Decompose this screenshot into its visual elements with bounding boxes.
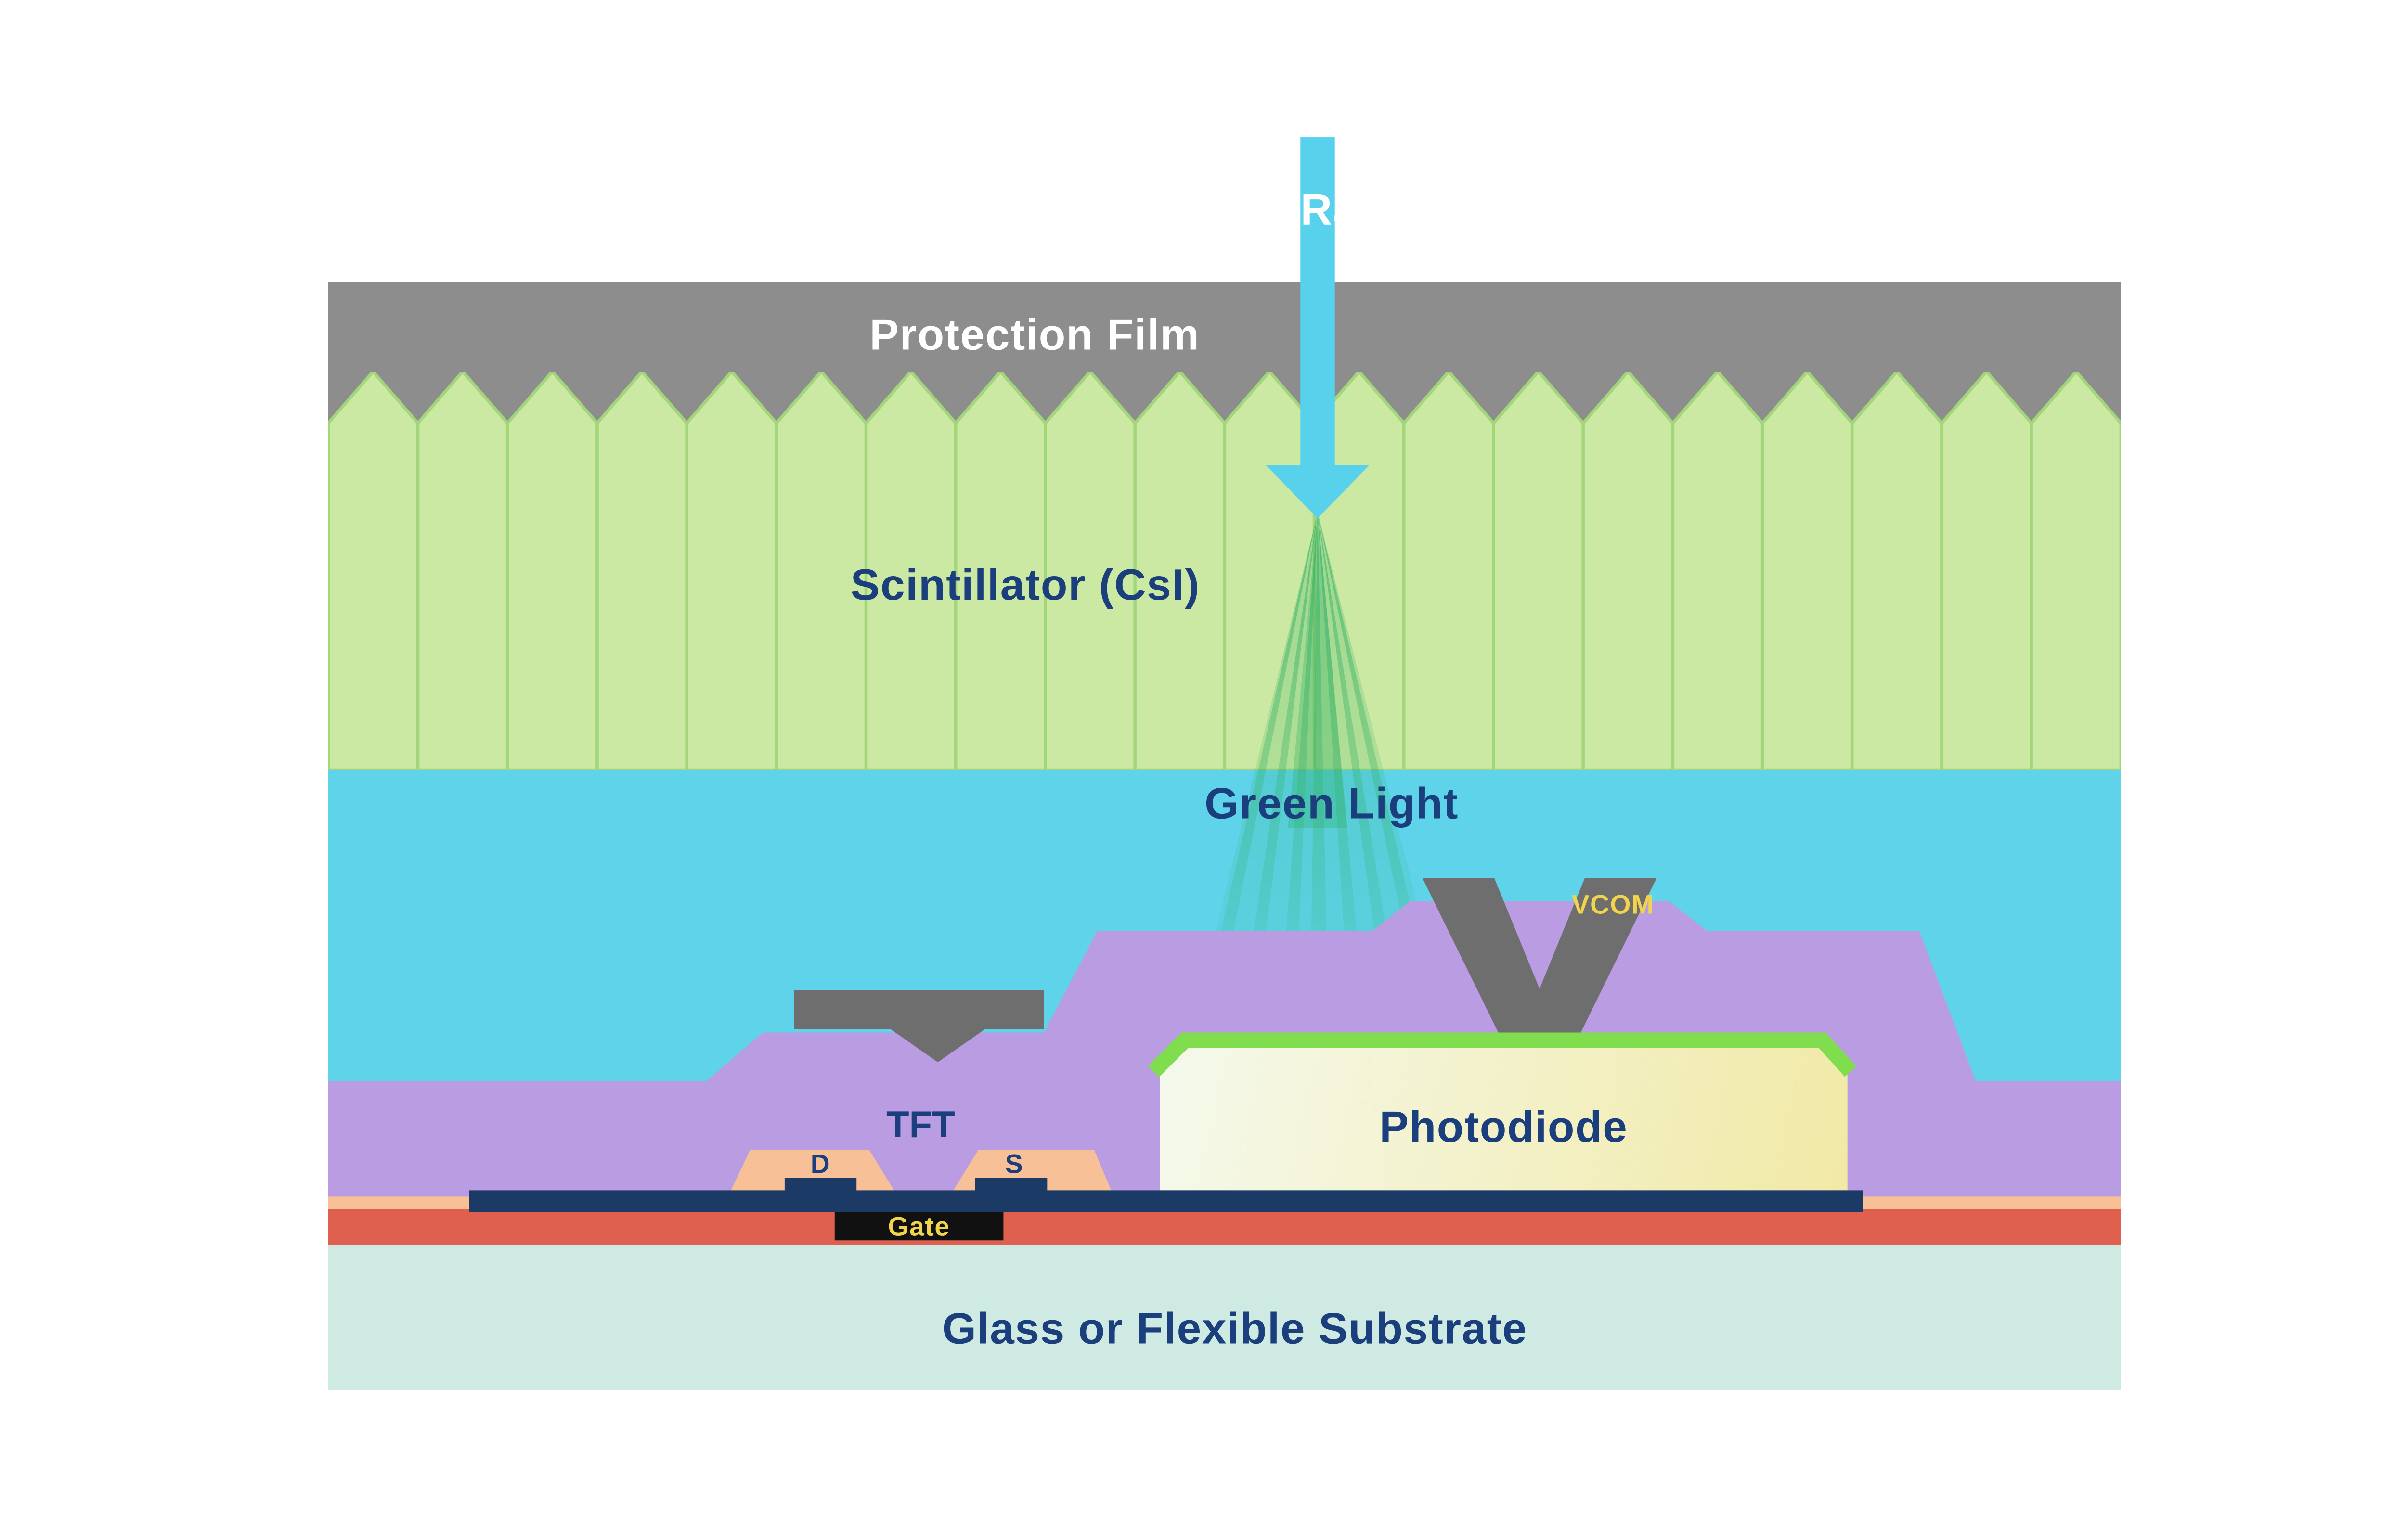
scintillator-label: Scintillator (CsI) xyxy=(851,561,1200,609)
substrate-layer xyxy=(328,1245,2121,1390)
vcom-contact xyxy=(1422,878,1657,1050)
gate-electrode xyxy=(834,1212,1004,1241)
photodiode-label: Photodiode xyxy=(1379,1103,1628,1152)
green-light-label: Green Light xyxy=(1204,780,1459,828)
tft-label: TFT xyxy=(886,1103,955,1145)
photodiode-body xyxy=(1160,1037,1848,1191)
substrate-label: Glass or Flexible Substrate xyxy=(942,1305,1527,1353)
protection-film-label: Protection Film xyxy=(869,311,1200,359)
source-contact xyxy=(975,1178,1048,1203)
vcom-label: VCOM xyxy=(1572,890,1655,920)
xray-label: X-Ray xyxy=(1255,186,1383,234)
metal-line xyxy=(469,1190,1863,1212)
drain-contact xyxy=(784,1178,857,1203)
xray-arrow xyxy=(1266,137,1370,519)
photodiode-cap xyxy=(1148,1032,1857,1078)
gate-label: Gate xyxy=(888,1212,950,1242)
contact-left-gray xyxy=(794,990,1044,1063)
drain-label: D xyxy=(811,1149,830,1179)
barrier-red-layer xyxy=(328,1206,2121,1245)
source-label: S xyxy=(1005,1149,1023,1179)
scintillator-columns xyxy=(328,372,2121,770)
